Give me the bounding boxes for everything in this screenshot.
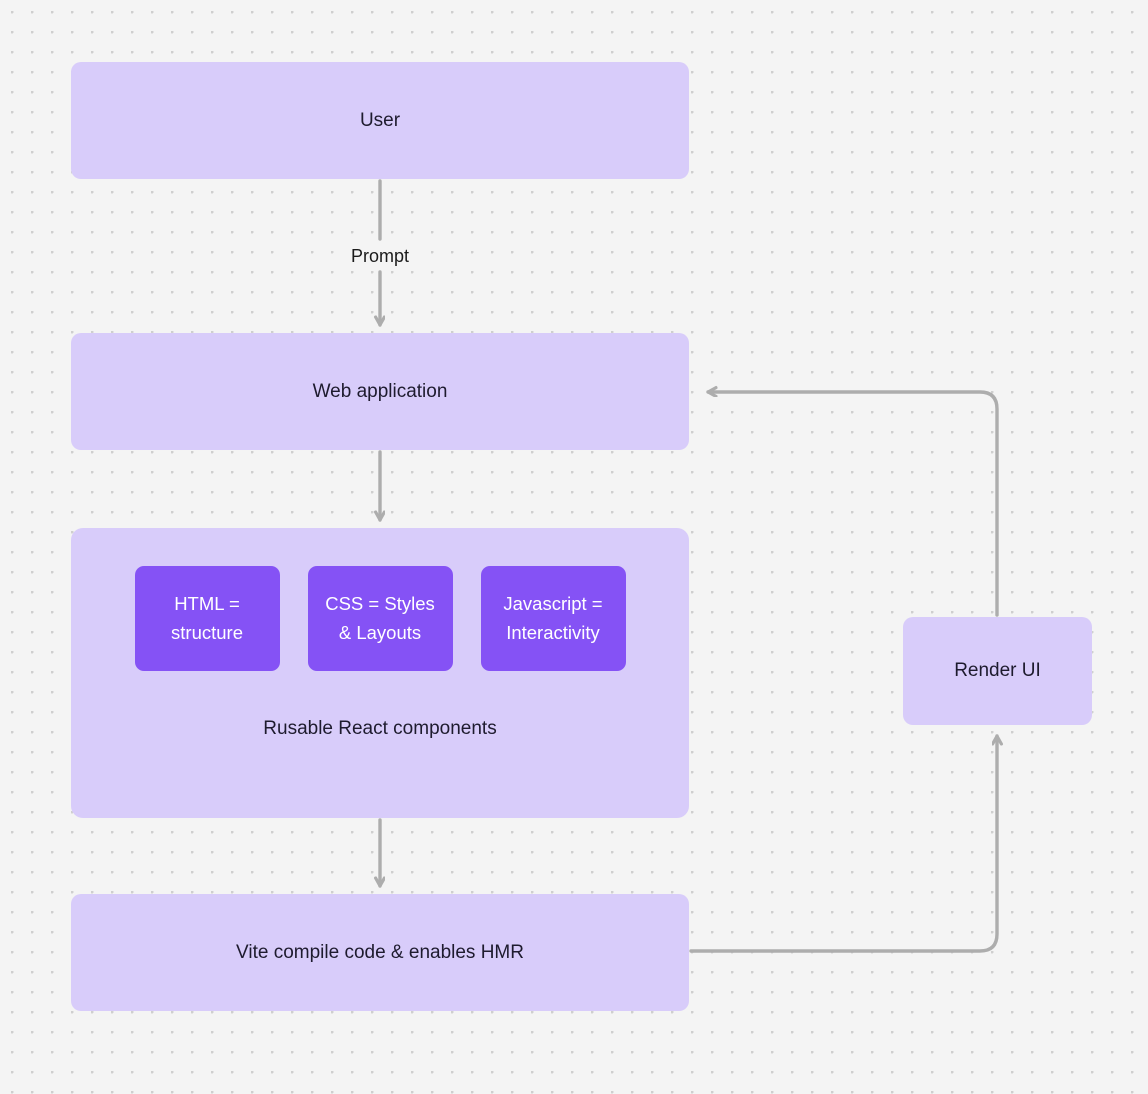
edge-render-to-webapp [706, 392, 999, 617]
node-user[interactable]: User [71, 62, 689, 179]
chip-css-label: CSS = Styles & Layouts [325, 592, 435, 643]
node-react-components-caption: Rusable React components [263, 718, 497, 739]
node-web-application[interactable]: Web application [71, 333, 689, 450]
edge-label-prompt: Prompt [345, 245, 416, 268]
node-react-components-group[interactable]: HTML = structure CSS = Styles & Layouts … [71, 528, 689, 818]
node-web-application-label: Web application [312, 380, 448, 402]
tech-chip-row: HTML = structure CSS = Styles & Layouts … [71, 566, 689, 671]
node-render-ui-label: Render UI [954, 660, 1041, 682]
edge-vite-to-render [689, 734, 997, 953]
node-vite-label: Vite compile code & enables HMR [236, 941, 524, 963]
chip-html-label: HTML = structure [171, 592, 243, 643]
node-render-ui[interactable]: Render UI [903, 617, 1092, 725]
node-vite[interactable]: Vite compile code & enables HMR [71, 894, 689, 1011]
node-user-label: User [359, 109, 401, 131]
chip-javascript-label: Javascript = Interactivity [503, 592, 603, 643]
chip-css[interactable]: CSS = Styles & Layouts [307, 566, 453, 671]
chip-javascript[interactable]: Javascript = Interactivity [480, 566, 626, 671]
chip-html[interactable]: HTML = structure [134, 566, 280, 671]
